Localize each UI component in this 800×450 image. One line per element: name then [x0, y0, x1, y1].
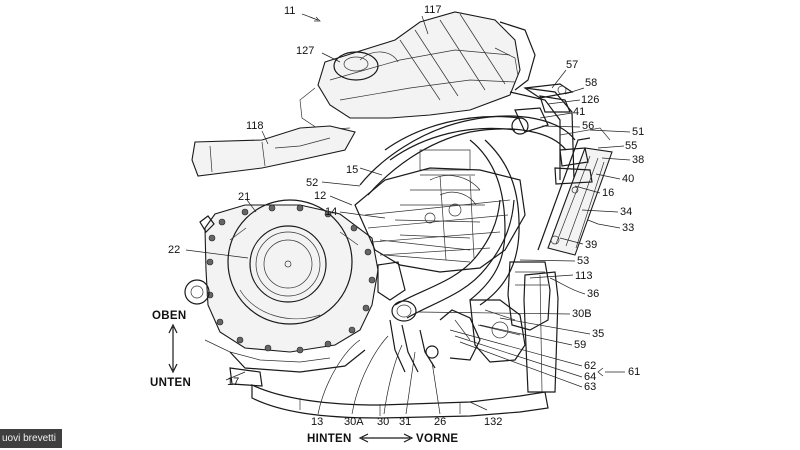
leader-lines: [185, 13, 631, 415]
direction-arrows: [168, 323, 414, 443]
ref-31: 31: [399, 416, 411, 428]
ref-15: 15: [346, 164, 358, 176]
ref-117: 117: [424, 4, 442, 16]
ref-38: 38: [632, 154, 644, 166]
label-vorne: VORNE: [416, 433, 458, 445]
ref-126: 126: [581, 94, 599, 106]
ref-57: 57: [566, 59, 578, 71]
frame-pipes: [359, 87, 576, 306]
direction-labels: OBEN UNTEN HINTEN VORNE: [150, 310, 458, 445]
ref-36: 36: [587, 288, 599, 300]
figure-label: 11: [284, 5, 295, 17]
right-side-components: [469, 261, 559, 393]
watermark-caption: uovi brevetti: [0, 429, 62, 448]
exhaust-pipes-30: [377, 199, 515, 373]
engine-crankcase-21: [184, 199, 379, 373]
ref-59: 59: [574, 339, 586, 351]
ref-30: 30: [377, 416, 389, 428]
ref-39: 39: [585, 239, 597, 251]
ref-132: 132: [484, 416, 502, 428]
ref-41: 41: [573, 106, 585, 118]
radiator-33: [537, 127, 613, 256]
label-hinten: HINTEN: [307, 433, 352, 445]
ref-30B: 30B: [572, 308, 592, 320]
ref-13: 13: [311, 416, 323, 428]
fuel-tank-117: [299, 11, 536, 131]
ref-56: 56: [582, 120, 594, 132]
ref-26: 26: [434, 416, 446, 428]
ref-58: 58: [585, 77, 597, 89]
ref-17: 17: [227, 376, 239, 388]
ref-113: 113: [575, 270, 593, 282]
ref-55: 55: [625, 140, 637, 152]
ref-118: 118: [246, 120, 264, 132]
ref-52: 52: [306, 177, 318, 189]
ref-62: 62: [584, 360, 596, 372]
ref-63: 63: [584, 381, 596, 393]
seat-118: [191, 125, 356, 177]
ref-12: 12: [314, 190, 326, 202]
ref-22: 22: [168, 244, 180, 256]
label-unten: UNTEN: [150, 377, 191, 389]
ref-30A: 30A: [344, 416, 364, 428]
top-right-fittings: [511, 83, 593, 185]
ref-33: 33: [622, 222, 634, 234]
ref-35: 35: [592, 328, 604, 340]
ref-51: 51: [632, 126, 644, 138]
ref-34: 34: [620, 206, 632, 218]
cylinder-head-16: [354, 167, 526, 273]
ref-40: 40: [622, 173, 634, 185]
ref-61: 61: [628, 366, 640, 378]
ref-53: 53: [577, 255, 589, 267]
ref-14: 14: [325, 206, 337, 218]
reference-numerals: 11 117 127 118 57 58 126 41 56 51 55 38 …: [168, 4, 644, 428]
ref-127: 127: [296, 45, 314, 57]
ref-64: 64: [584, 371, 596, 383]
underguard-132: [229, 367, 549, 419]
ref-16: 16: [602, 187, 614, 199]
ref-21: 21: [238, 191, 250, 203]
label-oben: OBEN: [152, 310, 186, 322]
